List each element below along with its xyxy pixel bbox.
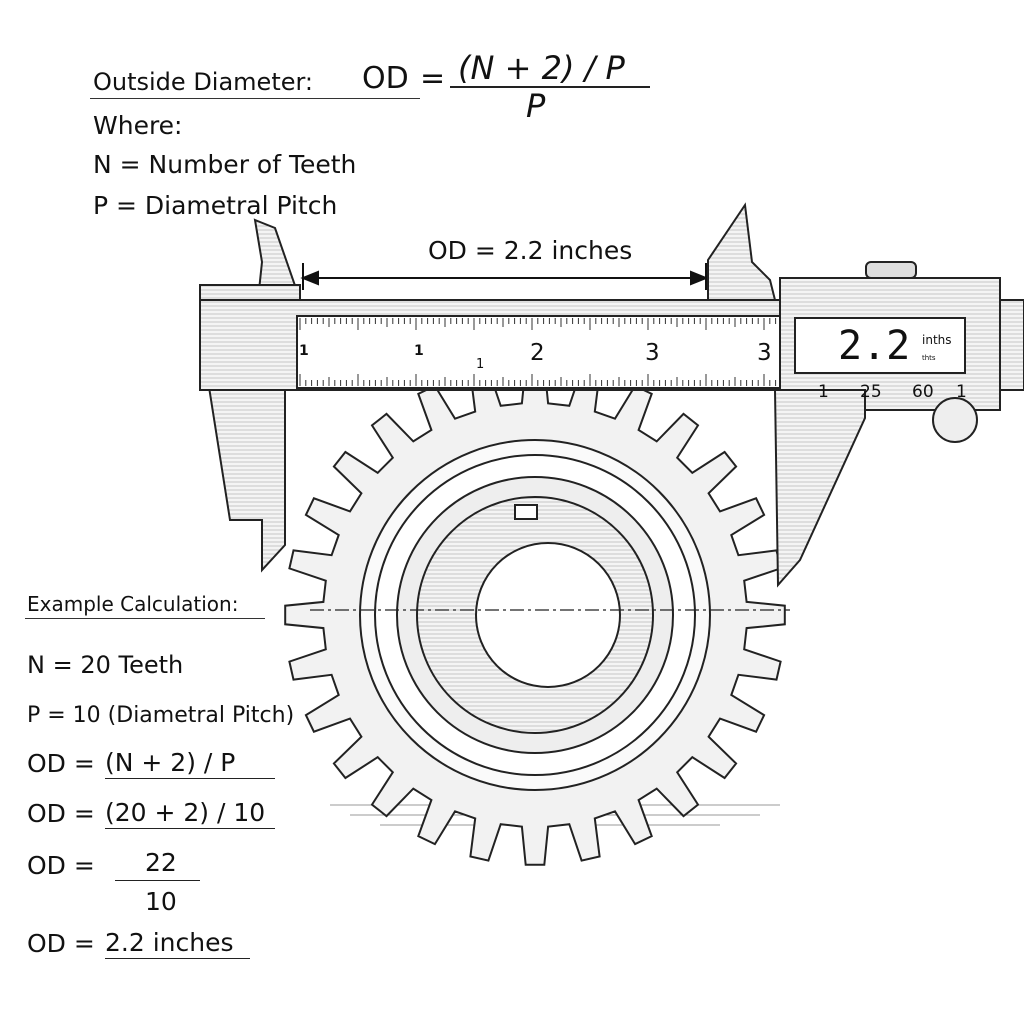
display-unit: inths [922,333,952,347]
ruler-label: 2 [530,340,545,366]
ruler-label: 3 [757,340,772,366]
step3-fraction-bar [115,880,200,881]
example-heading: Example Calculation: [27,592,239,616]
ruler-label: 1 [476,357,485,372]
vernier-label: 60 [912,382,934,402]
formula-denominator: P [526,87,546,125]
dimension-label: OD = 2.2 inches [428,236,633,265]
formula-label-underline [90,98,420,99]
ruler-label: 1 [414,343,424,359]
ruler-label: 1 [299,343,309,359]
formula-label: Outside Diameter: [93,68,314,96]
formula-numerator: (N + 2) / P [458,49,625,87]
where-heading: Where: [93,111,183,140]
n-definition: N = Number of Teeth [93,150,357,179]
gear-bore [475,542,621,688]
result-rhs: 2.2 inches [105,930,250,959]
caliper-ruler [296,315,783,389]
step1-rhs: (N + 2) / P [105,750,275,779]
formula-equals: = [420,61,446,96]
vernier-label: 1 [956,382,967,402]
display-value: 2.2 [838,323,911,369]
caliper-slider [773,261,1001,588]
ruler-ticks [299,318,777,386]
result-lhs: OD = [27,929,95,958]
caliper-fixed-jaw [199,218,302,573]
formula-lhs: OD [362,61,409,96]
step3-denominator: 10 [145,887,177,916]
vernier-label: 25 [860,382,882,402]
p-definition: P = Diametral Pitch [93,191,338,220]
example-p-value: P = 10 (Diametral Pitch) [27,703,295,728]
dimension-arrow [300,263,709,290]
display-subunit: thts [922,354,936,362]
ruler-label: 3 [645,340,660,366]
step3-lhs: OD = [27,851,95,880]
example-n-value: N = 20 Teeth [27,651,184,679]
formula-fraction-bar [450,86,650,88]
caliper-movable-knife-jaw [707,202,777,301]
gear [284,364,786,866]
gear-keyway [514,504,538,520]
step1-lhs: OD = [27,749,95,778]
step2-rhs: (20 + 2) / 10 [105,800,275,829]
vernier-label: 1 [818,382,829,402]
example-heading-underline [25,618,265,619]
step2-lhs: OD = [27,799,95,828]
step3-numerator: 22 [145,848,177,877]
